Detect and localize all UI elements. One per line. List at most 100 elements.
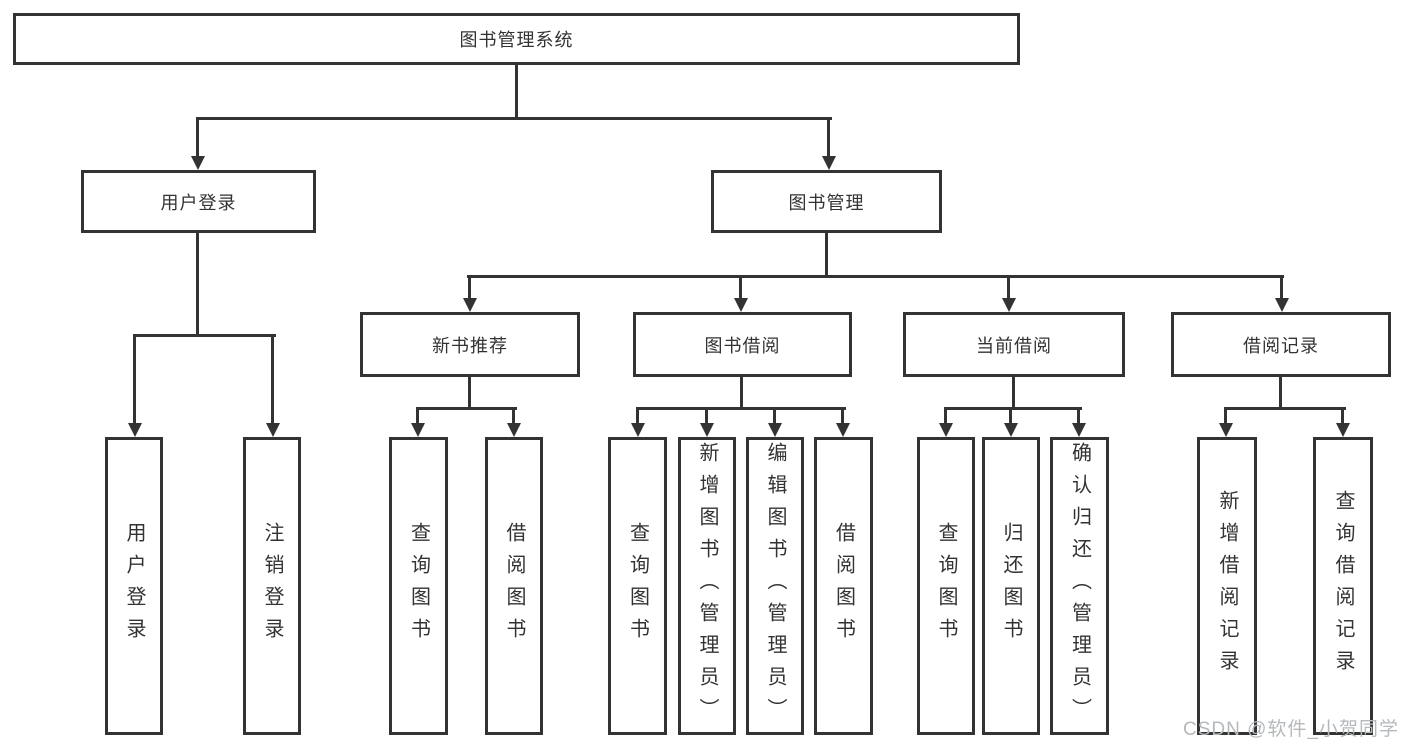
arrow-to-leaf-query-borrow-record bbox=[1336, 409, 1350, 437]
node-user-login-label: 用户登录 bbox=[160, 192, 237, 213]
node-borrow-records-label: 借阅记录 bbox=[1243, 335, 1319, 356]
arrow-to-leaf-logout bbox=[266, 336, 280, 437]
arrow-shaft bbox=[512, 409, 515, 425]
leaf-query-books-1: 查询图书 bbox=[389, 437, 448, 735]
edge-user-login-stub bbox=[196, 233, 199, 337]
edge-current-borrowing-stub bbox=[1012, 377, 1015, 410]
edge-borrow-records-stub bbox=[1279, 377, 1282, 410]
arrow-head-icon bbox=[1002, 298, 1016, 312]
leaf-logout-label: 注销登录 bbox=[261, 522, 283, 650]
leaf-confirm-return-admin-label: 确认归还（管理员） bbox=[1068, 442, 1091, 730]
leaf-query-books-3: 查询图书 bbox=[917, 437, 975, 735]
node-root-label: 图书管理系统 bbox=[459, 30, 574, 50]
arrow-shaft bbox=[1007, 277, 1010, 300]
arrow-to-leaf-borrow-books-2 bbox=[836, 409, 850, 437]
leaf-borrow-books-2-label: 借阅图书 bbox=[832, 522, 855, 650]
arrow-head-icon bbox=[734, 298, 748, 312]
arrow-shaft bbox=[468, 277, 471, 300]
arrow-head-icon bbox=[266, 423, 280, 437]
arrow-head-icon bbox=[1004, 423, 1018, 437]
leaf-edit-book-admin: 编辑图书（管理员） bbox=[746, 437, 804, 735]
arrow-shaft bbox=[827, 118, 830, 158]
node-user-login: 用户登录 bbox=[81, 170, 316, 233]
rail-level3 bbox=[467, 275, 1284, 278]
arrow-head-icon bbox=[507, 423, 521, 437]
arrow-head-icon bbox=[822, 156, 836, 170]
edge-new-book-recommend-stub bbox=[468, 377, 471, 410]
arrow-head-icon bbox=[411, 423, 425, 437]
leaf-query-books-3-label: 查询图书 bbox=[935, 522, 957, 650]
arrow-to-current-borrowing bbox=[1002, 277, 1016, 312]
node-root: 图书管理系统 bbox=[13, 13, 1020, 65]
rail-book-borrowing-children bbox=[636, 407, 846, 410]
arrow-shaft bbox=[773, 409, 776, 425]
arrow-shaft bbox=[1077, 409, 1080, 425]
arrow-shaft bbox=[416, 409, 419, 425]
arrow-to-user-login bbox=[191, 118, 205, 170]
leaf-query-borrow-record: 查询借阅记录 bbox=[1313, 437, 1373, 735]
node-new-book-recommend: 新书推荐 bbox=[360, 312, 580, 377]
leaf-add-borrow-record: 新增借阅记录 bbox=[1197, 437, 1257, 735]
watermark: CSDN @软件_小贺同学 bbox=[1183, 719, 1399, 740]
arrow-shaft bbox=[1009, 409, 1012, 425]
leaf-user-login-label: 用户登录 bbox=[123, 522, 145, 650]
rail-level2 bbox=[196, 117, 832, 120]
leaf-query-books-2-label: 查询图书 bbox=[626, 522, 649, 650]
leaf-query-books-2: 查询图书 bbox=[608, 437, 667, 735]
arrow-head-icon bbox=[1336, 423, 1350, 437]
arrow-shaft bbox=[196, 118, 199, 158]
arrow-shaft bbox=[705, 409, 708, 425]
leaf-query-borrow-record-label: 查询借阅记录 bbox=[1332, 490, 1354, 682]
node-current-borrowing: 当前借阅 bbox=[903, 312, 1125, 377]
arrow-to-borrow-records bbox=[1275, 277, 1289, 312]
arrow-head-icon bbox=[700, 423, 714, 437]
leaf-borrow-books-2: 借阅图书 bbox=[814, 437, 873, 735]
arrow-head-icon bbox=[631, 423, 645, 437]
leaf-confirm-return-admin: 确认归还（管理员） bbox=[1050, 437, 1109, 735]
leaf-add-book-admin-label: 新增图书（管理员） bbox=[696, 442, 718, 730]
node-new-book-recommend-label: 新书推荐 bbox=[432, 335, 508, 356]
arrow-to-leaf-query-books-2 bbox=[631, 409, 645, 437]
arrow-head-icon bbox=[191, 156, 205, 170]
arrow-to-book-borrowing bbox=[734, 277, 748, 312]
leaf-borrow-books-1-label: 借阅图书 bbox=[503, 522, 525, 650]
arrow-shaft bbox=[271, 336, 274, 425]
leaf-logout: 注销登录 bbox=[243, 437, 301, 735]
leaf-return-books: 归还图书 bbox=[982, 437, 1040, 735]
node-borrow-records: 借阅记录 bbox=[1171, 312, 1391, 377]
rail-current-borrowing-children bbox=[944, 407, 1082, 410]
node-book-borrowing-label: 图书借阅 bbox=[704, 335, 781, 356]
arrow-head-icon bbox=[463, 298, 477, 312]
node-book-management-label: 图书管理 bbox=[788, 192, 865, 213]
arrow-to-leaf-confirm-return-admin bbox=[1072, 409, 1086, 437]
leaf-return-books-label: 归还图书 bbox=[1000, 522, 1022, 650]
arrow-head-icon bbox=[836, 423, 850, 437]
arrow-to-leaf-query-books-3 bbox=[939, 409, 953, 437]
arrow-to-leaf-add-borrow-record bbox=[1219, 409, 1233, 437]
edge-book-management-stub bbox=[825, 233, 828, 278]
arrow-shaft bbox=[1224, 409, 1227, 425]
arrow-head-icon bbox=[939, 423, 953, 437]
arrow-to-new-book-recommend bbox=[463, 277, 477, 312]
arrow-to-leaf-query-books-1 bbox=[411, 409, 425, 437]
arrow-head-icon bbox=[1072, 423, 1086, 437]
node-current-borrowing-label: 当前借阅 bbox=[976, 335, 1052, 356]
arrow-shaft bbox=[1280, 277, 1283, 300]
rail-user-login-children bbox=[133, 334, 276, 337]
rail-new-book-recommend-children bbox=[416, 407, 517, 410]
leaf-query-books-1-label: 查询图书 bbox=[407, 522, 430, 650]
arrow-to-book-management bbox=[822, 118, 836, 170]
leaf-add-borrow-record-label: 新增借阅记录 bbox=[1216, 490, 1238, 682]
arrow-head-icon bbox=[1275, 298, 1289, 312]
arrow-to-leaf-add-book-admin bbox=[700, 409, 714, 437]
arrow-to-leaf-return-books bbox=[1004, 409, 1018, 437]
arrow-head-icon bbox=[128, 423, 142, 437]
leaf-user-login: 用户登录 bbox=[105, 437, 163, 735]
arrow-to-leaf-borrow-books-1 bbox=[507, 409, 521, 437]
arrow-shaft bbox=[133, 336, 136, 425]
arrow-shaft bbox=[1341, 409, 1344, 425]
arrow-shaft bbox=[944, 409, 947, 425]
node-book-borrowing: 图书借阅 bbox=[633, 312, 852, 377]
edge-root-stub bbox=[515, 63, 518, 120]
